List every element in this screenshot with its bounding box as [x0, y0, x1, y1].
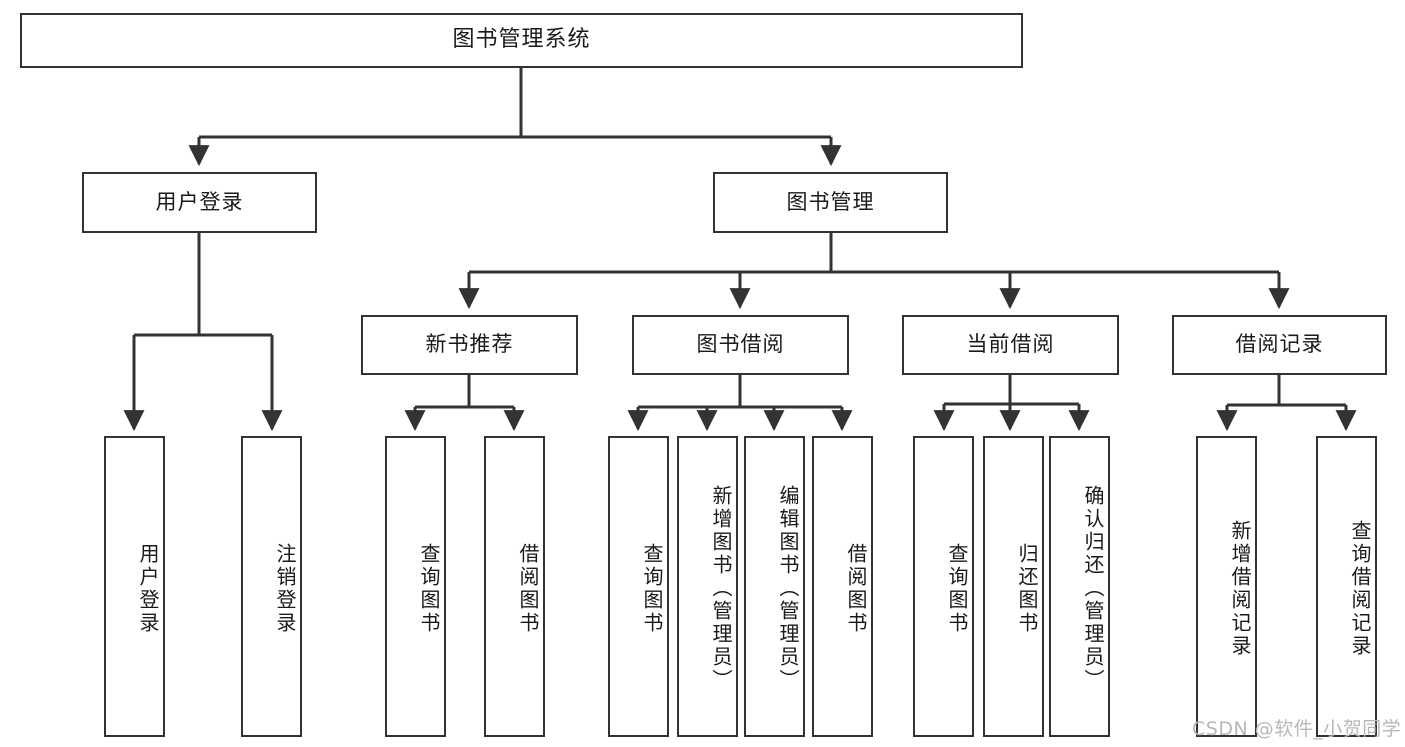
- node-label: 查询图书: [417, 542, 441, 635]
- node-user-login[interactable]: 用户登录: [82, 172, 317, 233]
- node-label: 图书管理系统: [452, 27, 591, 53]
- leaf-new-book-borrow[interactable]: 借阅图书: [484, 436, 545, 737]
- node-label: 查询图书: [640, 542, 664, 635]
- leaf-borrow-query-book[interactable]: 查询图书: [608, 436, 669, 737]
- node-label: 图书管理: [786, 189, 875, 214]
- leaf-current-query-book[interactable]: 查询图书: [913, 436, 974, 737]
- leaf-record-query-record[interactable]: 查询借阅记录: [1316, 436, 1377, 737]
- node-label: 确认归还（管理员）: [1081, 485, 1105, 692]
- node-borrow-record[interactable]: 借阅记录: [1172, 315, 1387, 375]
- node-label: 新增图书（管理员）: [709, 485, 733, 692]
- leaf-borrow-borrow-book[interactable]: 借阅图书: [812, 436, 873, 737]
- leaf-current-return-book[interactable]: 归还图书: [983, 436, 1044, 737]
- node-root-system[interactable]: 图书管理系统: [20, 13, 1023, 68]
- node-label: 新增借阅记录: [1228, 519, 1252, 658]
- node-current-borrow[interactable]: 当前借阅: [902, 315, 1119, 375]
- csdn-watermark: CSDN @软件_小贺同学: [1192, 718, 1402, 740]
- node-label: 用户登录: [155, 189, 244, 214]
- leaf-borrow-add-book[interactable]: 新增图书（管理员）: [677, 436, 738, 737]
- node-label: 用户登录: [136, 542, 160, 635]
- node-label: 编辑图书（管理员）: [776, 485, 800, 692]
- node-label: 图书借阅: [696, 332, 785, 357]
- node-label: 查询借阅记录: [1348, 519, 1372, 658]
- node-label: 借阅图书: [844, 542, 868, 635]
- leaf-user-login-login[interactable]: 用户登录: [104, 436, 165, 737]
- leaf-user-login-logout[interactable]: 注销登录: [241, 436, 302, 737]
- node-label: 借阅图书: [516, 542, 540, 635]
- node-label: 借阅记录: [1235, 332, 1324, 357]
- node-label: 注销登录: [273, 542, 297, 635]
- leaf-new-book-query[interactable]: 查询图书: [385, 436, 446, 737]
- leaf-record-add-record[interactable]: 新增借阅记录: [1196, 436, 1257, 737]
- node-book-borrow[interactable]: 图书借阅: [632, 315, 849, 375]
- node-new-book-recommend[interactable]: 新书推荐: [361, 315, 578, 375]
- node-label: 当前借阅: [966, 332, 1055, 357]
- leaf-borrow-edit-book[interactable]: 编辑图书（管理员）: [744, 436, 805, 737]
- node-label: 新书推荐: [425, 332, 514, 357]
- node-label: 查询图书: [945, 542, 969, 635]
- node-label: 归还图书: [1015, 542, 1039, 635]
- node-book-management[interactable]: 图书管理: [713, 172, 948, 233]
- leaf-current-confirm-return[interactable]: 确认归还（管理员）: [1049, 436, 1110, 737]
